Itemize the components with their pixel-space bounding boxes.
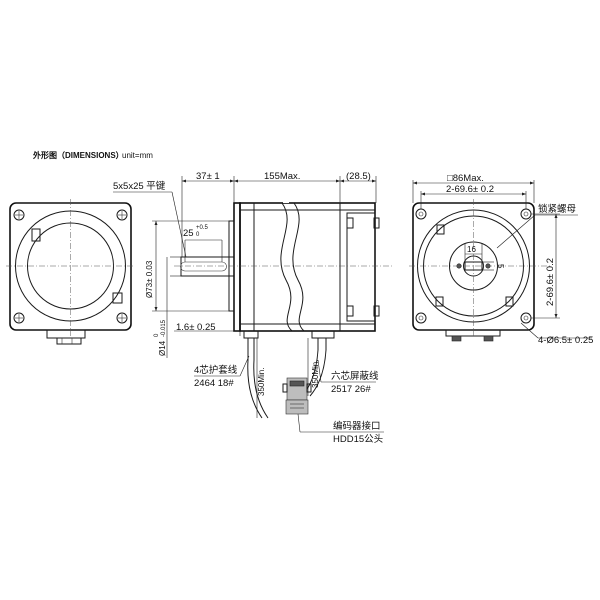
dim-key-tol-up: +0.5 [196, 225, 209, 231]
cable-1-line [253, 338, 269, 419]
cable-exit [311, 331, 335, 339]
dim-flat-size: 5 [496, 264, 505, 269]
dim-body-length: 155Max. [264, 171, 300, 182]
cable-1-length: 350Min. [257, 368, 266, 396]
dim-square: □86Max. [447, 173, 484, 184]
dim-holes: 4-Ø6.5± 0.25 [538, 335, 593, 346]
dim-flange-thickness: 1.6± 0.25 [176, 322, 216, 333]
connector-spec: HDD15公头 [333, 433, 383, 445]
cable-2-name: 六芯屏蔽线 [331, 370, 379, 382]
flange-side [233, 202, 241, 332]
rear-view-right [409, 199, 552, 342]
dim-shaft-tol-dn: -0.015 [161, 319, 167, 337]
drawing-title: 外形图（DIMENSIONS） [33, 150, 124, 160]
cable-1-spec: 2464 18# [194, 378, 234, 389]
encoder-cover [346, 212, 376, 322]
shaft [180, 256, 235, 277]
dim-rear-length: (28.5) [346, 171, 371, 182]
side-dimensions: 37± 1 155Max. (28.5) 5x5x25 平键 25 +0.5 0… [113, 171, 377, 358]
dim-hole-pitch-vertical: 2-69.6± 0.2 [545, 258, 556, 306]
cable-2-length: 350Min. [311, 360, 320, 388]
dim-hole-pitch-horizontal: 2-69.6± 0.2 [446, 184, 494, 195]
connector-name: 编码器接口 [333, 420, 381, 432]
side-view [174, 200, 392, 339]
dim-shaft-diameter: Ø14 [158, 340, 167, 356]
cable-1-line [247, 338, 263, 419]
dim-pilot-diameter: Ø73± 0.03 [145, 260, 154, 298]
cable-gland [46, 329, 86, 339]
corner-mark [31, 228, 41, 242]
connector-icon [282, 377, 312, 415]
cable-labels: 4芯护套线 2464 18# 六芯屏蔽线 2517 26# 编码器接口 HDD1… [194, 355, 384, 445]
cable-2-spec: 2517 26# [331, 384, 371, 395]
cables: 350Min. 350Min. [247, 338, 327, 419]
dim-shaft-flat: 16 [467, 245, 476, 254]
cable-exit [243, 331, 259, 339]
cable-1-name: 4芯护套线 [194, 364, 238, 376]
label-lock-nut: 锁紧螺母 [538, 203, 576, 215]
corner-mark [112, 292, 123, 304]
cable-2-line [309, 338, 327, 397]
break-line [280, 202, 293, 332]
drawing-unit: unit=mm [122, 151, 153, 160]
break-line [292, 202, 305, 332]
dim-key: 5x5x25 平键 [113, 180, 166, 192]
dim-key-length: 25 [183, 228, 194, 239]
rear-dimensions: □86Max. 2-69.6± 0.2 2-69.6± 0.2 4-Ø6.5± … [412, 173, 593, 346]
cable-gland-nut [56, 337, 82, 345]
dim-shaft-length: 37± 1 [196, 171, 220, 182]
dim-key-tol-dn: 0 [196, 232, 200, 238]
mounting-screw-icon [13, 209, 128, 324]
dim-shaft-tol-up: 0 [154, 333, 160, 337]
motor-body [239, 202, 376, 332]
rear-cable-exit [445, 329, 501, 337]
front-view-left [6, 199, 135, 345]
